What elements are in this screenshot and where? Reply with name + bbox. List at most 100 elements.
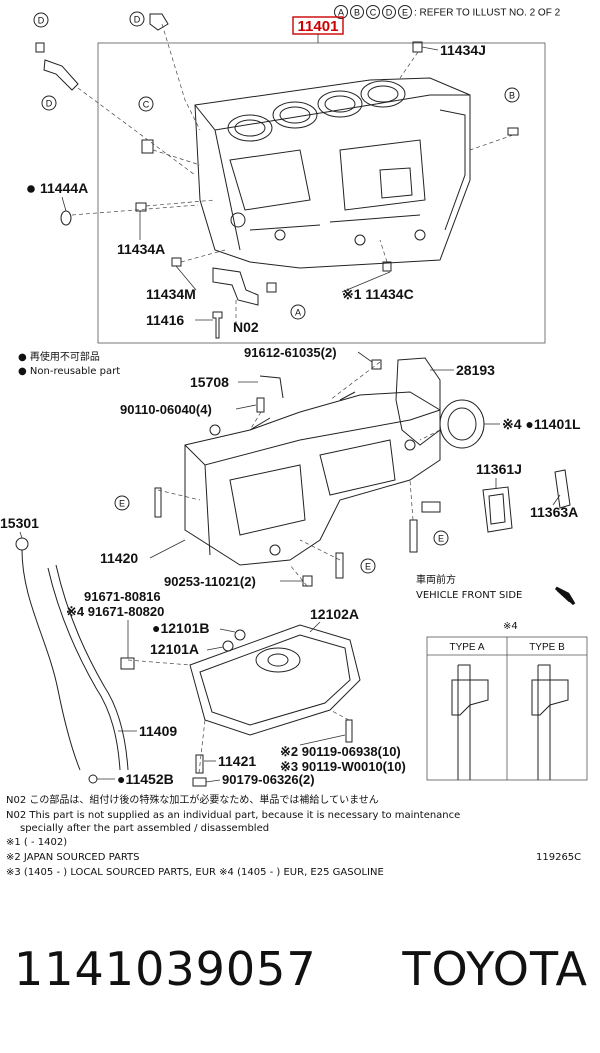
callout-11434m[interactable]: 11434M <box>146 286 196 302</box>
callout-11363a[interactable]: 11363A <box>530 504 578 520</box>
callout-28193[interactable]: 28193 <box>456 362 495 378</box>
callout-15708[interactable]: 15708 <box>190 374 229 390</box>
plug-d <box>149 13 169 31</box>
svg-text:11401: 11401 <box>298 18 339 35</box>
svg-text:E: E <box>402 8 408 18</box>
non-reusable-dot <box>27 185 35 193</box>
stud-11421 <box>195 754 204 774</box>
bolt-11416 <box>212 311 223 339</box>
bolt-90119 <box>345 719 353 743</box>
svg-text:D: D <box>46 99 53 109</box>
cover-28193 <box>395 357 441 446</box>
legend-jp: ● 再使用不可部品 <box>18 350 100 363</box>
bolt-e2 <box>335 552 344 579</box>
plug-11434a <box>135 202 147 212</box>
callout-11401l[interactable]: ※4 ●11401L <box>502 416 581 432</box>
svg-text:D: D <box>38 16 45 26</box>
callout-91671-a[interactable]: 91671-80816 <box>84 589 161 604</box>
refer-text: : REFER TO ILLUST NO. 2 OF 2 <box>414 8 561 19</box>
callout-12101b[interactable]: ●12101B <box>152 620 210 636</box>
callout-12101a[interactable]: 12101A <box>150 641 199 657</box>
callout-91612[interactable]: 91612-61035(2) <box>244 345 337 360</box>
vehicle-front-arrow-icon <box>555 586 576 606</box>
gasket-11452b <box>88 774 98 784</box>
bearing-cap-n02 <box>212 267 259 306</box>
footer: 1141039057 TOYOTA <box>0 900 600 1053</box>
callout-15301[interactable]: 15301 <box>0 515 39 531</box>
note-line-5: ※2 JAPAN SOURCED PARTS <box>6 852 140 863</box>
svg-text:D: D <box>386 8 393 18</box>
refer-circle-e: E <box>398 5 412 19</box>
legend-en: ● Non-reusable part <box>18 366 120 377</box>
ref-circle-e2: E <box>360 558 376 574</box>
ref-circle-d-left2: D <box>41 95 57 111</box>
callout-11434j[interactable]: 11434J <box>440 42 486 58</box>
bolt-90253 <box>302 575 313 587</box>
callout-90119-b[interactable]: ※3 90119-W0010(10) <box>280 759 406 774</box>
callout-11416[interactable]: 11416 <box>146 312 184 328</box>
svg-text:A: A <box>338 8 344 18</box>
callout-11409[interactable]: 11409 <box>139 723 177 739</box>
callout-12102a[interactable]: 12102A <box>310 606 359 622</box>
callout-11444a[interactable]: 11444A <box>40 180 88 196</box>
vehicle-front-jp: 車両前方 <box>416 573 456 586</box>
oil-seal-11401l <box>439 399 485 449</box>
svg-text:A: A <box>295 308 301 318</box>
note-line-1: N02 この部品は、組付け後の特殊な加工が必要なため、単品では補給していません <box>6 793 379 806</box>
pipe-15708 <box>259 375 284 399</box>
footer-brand: TOYOTA <box>402 942 588 996</box>
callout-90110[interactable]: 90110-06040(4) <box>120 402 212 417</box>
bolt-e1 <box>154 487 162 518</box>
cylinder-block-frame <box>97 42 546 344</box>
footer-part-number[interactable]: 1141039057 <box>14 942 317 996</box>
ref-circle-a: A <box>290 304 306 320</box>
sensor-top-left <box>35 42 45 53</box>
callout-11421[interactable]: 11421 <box>218 753 256 769</box>
bolt-91612 <box>371 359 382 370</box>
refer-circle-d: D <box>382 5 396 19</box>
callout-11434c[interactable]: ※1 11434C <box>342 286 414 302</box>
type-box: TYPE A TYPE B <box>426 636 588 781</box>
washer-12101b <box>234 629 246 641</box>
svg-text:C: C <box>370 8 377 18</box>
note-line-4: ※1 ( - 1402) <box>6 837 67 848</box>
svg-text:D: D <box>134 15 141 25</box>
callout-90119-a[interactable]: ※2 90119-06938(10) <box>280 744 401 759</box>
ref-circle-b: B <box>504 87 520 103</box>
ref-circle-d-left1: D <box>33 12 49 28</box>
callout-11452b[interactable]: ●11452B <box>117 771 174 787</box>
refer-legend: A B C D E : REFER TO ILLUST NO. 2 OF 2 <box>334 5 561 19</box>
ref-circle-e3: E <box>433 530 449 546</box>
callout-n02[interactable]: N02 <box>233 319 259 335</box>
callout-11420[interactable]: 11420 <box>100 550 138 566</box>
bolt-e3 <box>409 519 418 553</box>
plug-90179 <box>192 777 207 787</box>
callout-11361j[interactable]: 11361J <box>476 461 522 477</box>
notes-block: N02 この部品は、組付け後の特殊な加工が必要なため、単品では補給していません … <box>6 793 581 878</box>
illustration-code: 119265C <box>536 852 581 863</box>
gasket-11444a <box>60 210 72 226</box>
callout-90253[interactable]: 90253-11021(2) <box>164 574 256 589</box>
type-box-mark: ※4 <box>503 621 518 632</box>
svg-text:B: B <box>509 91 515 101</box>
parts-diagram: A B C D E : REFER TO ILLUST NO. 2 OF 2 1… <box>0 5 588 878</box>
callout-91671-b[interactable]: ※4 91671-80820 <box>66 604 164 619</box>
svg-text:B: B <box>354 8 360 18</box>
refer-circle-a: A <box>334 5 348 19</box>
type-b-label: TYPE B <box>529 642 565 653</box>
bolt-91671 <box>120 657 135 670</box>
crankcase-drawing <box>184 391 441 566</box>
callout-11434a[interactable]: 11434A <box>117 241 165 257</box>
svg-text:E: E <box>438 534 444 544</box>
callout-90179[interactable]: 90179-06326(2) <box>222 772 315 787</box>
oil-pan-drawing <box>189 624 361 736</box>
plug-11434j <box>412 41 423 53</box>
cover-11361j <box>482 486 513 533</box>
pin-11434m <box>171 257 182 267</box>
title-part-number-box[interactable]: 11401 <box>292 16 344 35</box>
dipstick-15301 <box>15 537 129 771</box>
ref-circle-e1: E <box>114 495 130 511</box>
note-line-3: specially after the part assembled / dis… <box>20 823 269 834</box>
refer-circle-b: B <box>350 5 364 19</box>
oil-level-sensor <box>43 59 79 91</box>
